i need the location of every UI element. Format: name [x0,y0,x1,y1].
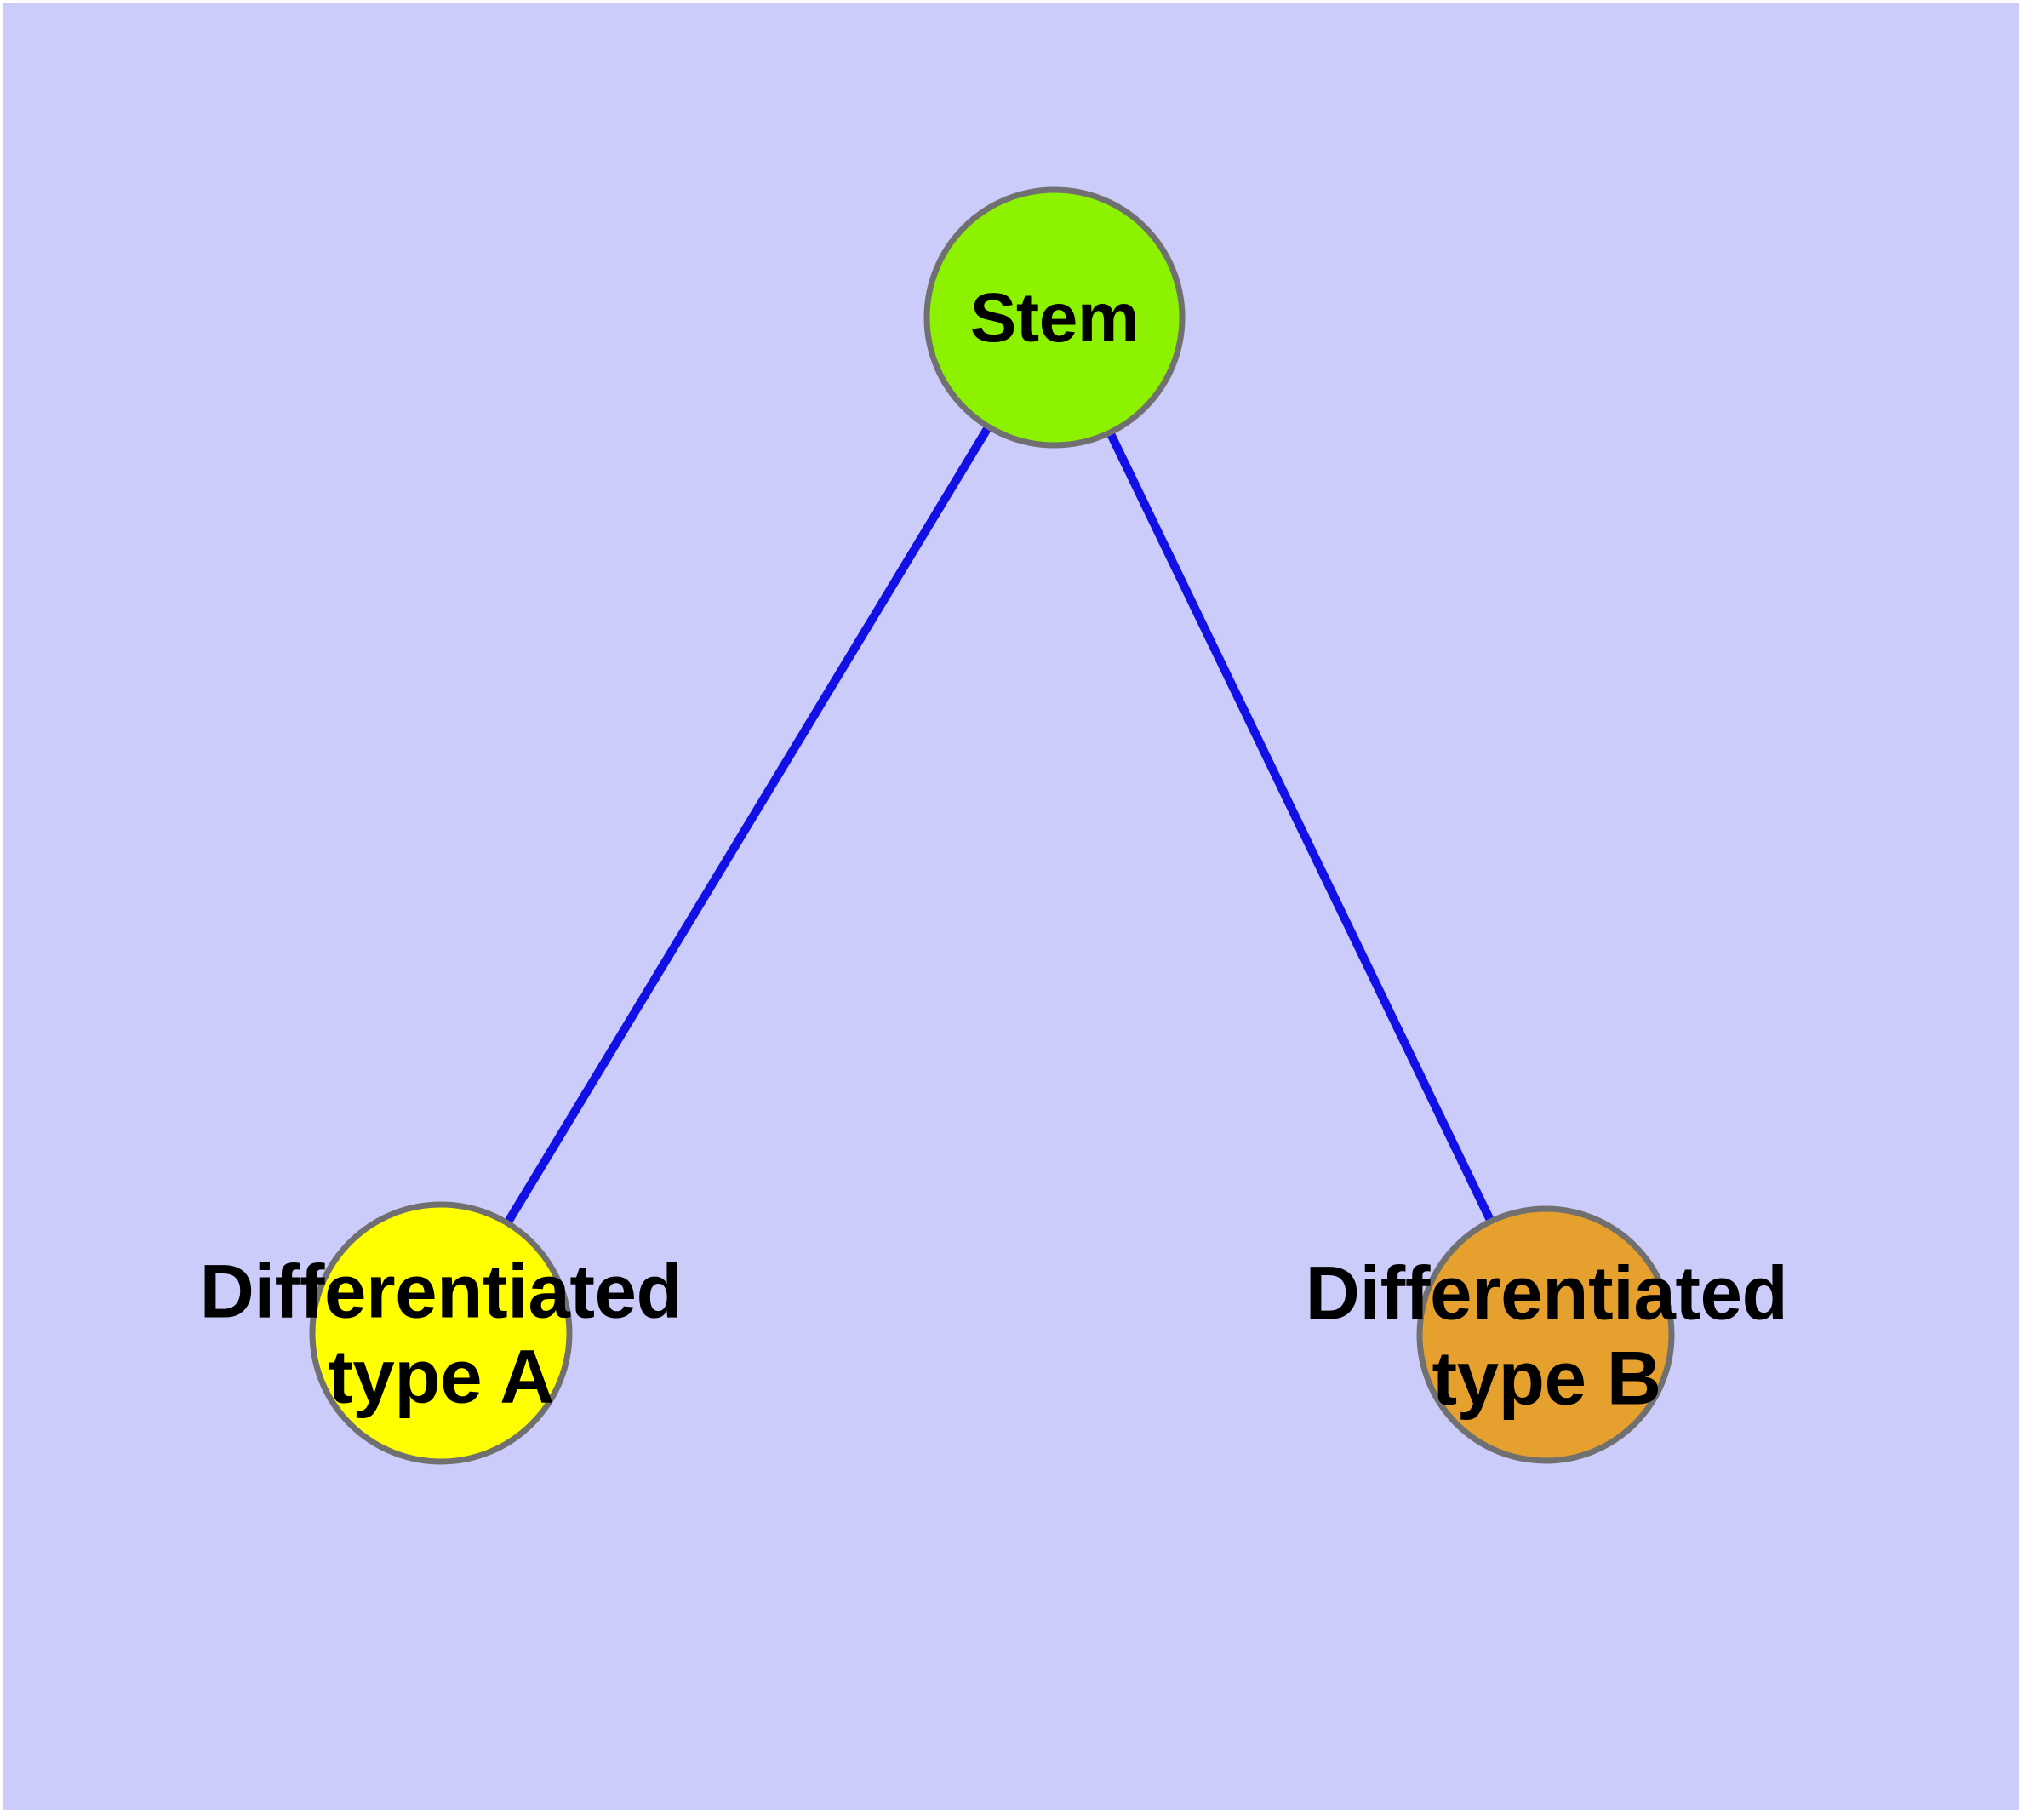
edge-stem-to-diff-a[interactable] [503,424,992,1226]
node-stem[interactable] [923,186,1186,449]
edge-stem-to-diff-b[interactable] [1106,430,1495,1223]
edge-layer [503,424,1495,1226]
node-diff-a[interactable] [309,1201,573,1465]
node-layer [309,186,1675,1465]
node-diff-b[interactable] [1416,1205,1675,1464]
